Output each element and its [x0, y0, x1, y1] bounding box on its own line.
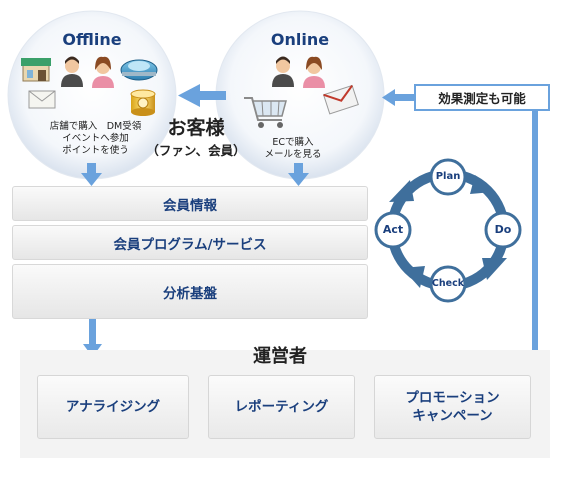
pdca-check-label: Check [431, 278, 465, 289]
mail-icon [28, 90, 56, 109]
member-info-bar: 会員情報 [12, 186, 368, 221]
online-to-offline-arrow [178, 84, 226, 107]
envelope-icon [322, 84, 359, 115]
coin-icon [130, 89, 156, 116]
offline-line-2: イベントへ参加 [62, 133, 129, 144]
online-down-arrow [288, 163, 309, 186]
people-icon [61, 56, 114, 88]
plan-node [429, 158, 467, 196]
offline-title: Offline [62, 30, 122, 49]
customer-subtitle: （ファン、会員） [146, 143, 246, 158]
step-promotion-campaign: プロモーション キャンペーン [374, 375, 531, 439]
check-node [429, 265, 467, 303]
pdca-plan-label: Plan [435, 171, 461, 182]
feedback-arrow [382, 89, 538, 354]
pdca-act-label: Act [382, 223, 404, 236]
member-program-bar: 会員プログラム/サービス [12, 225, 368, 260]
do-node [484, 211, 522, 249]
shopping-cart-icon [244, 97, 287, 128]
online-title: Online [270, 30, 330, 49]
dome-icon [120, 59, 158, 81]
online-line-1: ECで購入 [272, 137, 314, 148]
step-analyzing: アナライジング [37, 375, 189, 439]
effect-measurement-box: 効果測定も可能 [414, 84, 550, 111]
online-people-icon [272, 56, 325, 88]
online-line-2: メールを見る [264, 149, 322, 160]
pdca-do-label: Do [494, 223, 512, 236]
offline-line-3: ポイントを使う [62, 145, 129, 156]
operator-title: 運営者 [253, 346, 307, 367]
pdca-ring [374, 158, 522, 303]
offline-line-1: 店舗で購入 DM受領 [49, 121, 142, 132]
act-node [374, 211, 412, 249]
analysis-bar: 分析基盤 [12, 264, 368, 319]
customer-title: お客様 [167, 117, 225, 139]
step-reporting: レポーティング [208, 375, 355, 439]
store-icon [21, 58, 51, 82]
offline-down-arrow [81, 163, 102, 186]
